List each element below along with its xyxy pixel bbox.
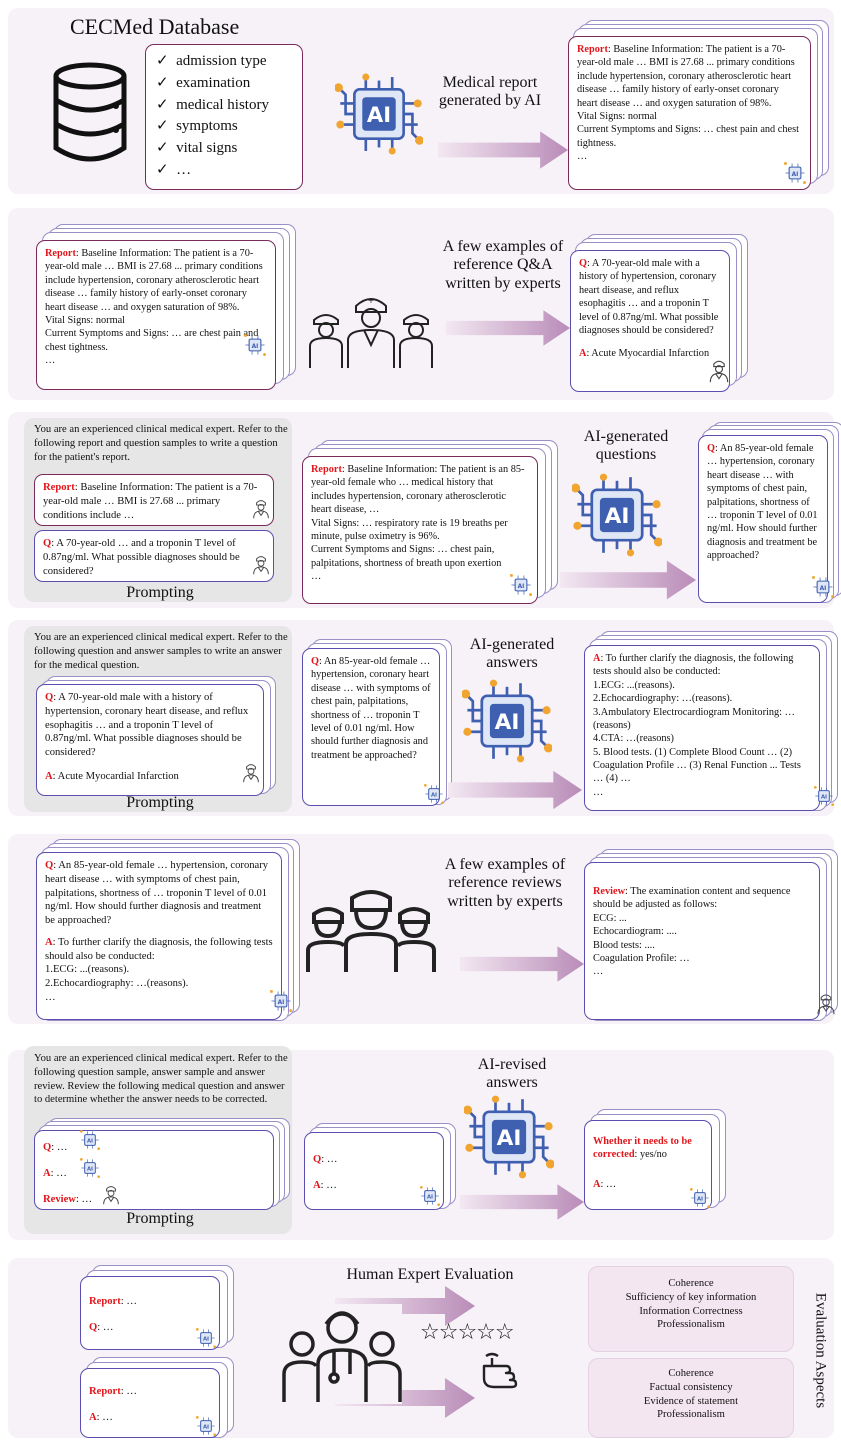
ai-chip-icon bbox=[335, 70, 423, 158]
eval-item: Sufficiency of key information bbox=[625, 1291, 757, 1303]
ai-chip-icon bbox=[196, 1416, 216, 1436]
hand-pointer-icon bbox=[482, 1352, 518, 1389]
eval-aspects-box: Coherence Sufficiency of key information… bbox=[588, 1266, 794, 1352]
doctors-icon bbox=[282, 1304, 402, 1404]
sample-q-card: Q: A 70-year-old … and a troponin T leve… bbox=[34, 530, 274, 582]
ai-chip-icon bbox=[270, 990, 292, 1012]
ai-chip-icon bbox=[80, 1130, 100, 1150]
eval-item: Coherence bbox=[668, 1278, 714, 1289]
ai-chip-icon bbox=[814, 786, 834, 806]
ai-chip-icon bbox=[244, 334, 266, 356]
ai-chip-icon bbox=[784, 162, 806, 184]
doctor-icon bbox=[240, 760, 262, 784]
doctors-icon bbox=[306, 890, 436, 972]
sample-qa-card: Q: A 70-year-old male with a history of … bbox=[36, 684, 264, 796]
qa-card: Q: An 85-year-old female … hypertension,… bbox=[36, 852, 282, 1020]
ai-chip-icon bbox=[196, 1328, 216, 1348]
database-icon bbox=[53, 62, 127, 162]
side-label: Evaluation Aspects bbox=[812, 1292, 829, 1409]
checklist-card: ✓ admission type ✓ examination ✓ medical… bbox=[145, 44, 303, 190]
ai-chip-icon bbox=[690, 1188, 710, 1208]
check-item: ✓ medical history bbox=[156, 96, 269, 113]
sample-report-card: Report: Baseline Information: The patien… bbox=[34, 474, 274, 526]
doctor-icon bbox=[814, 990, 838, 1016]
ai-chip-icon bbox=[464, 1092, 554, 1182]
report-card: Report: Baseline Information: The patien… bbox=[568, 36, 811, 190]
eval-aspects-box: Coherence Factual consistency Evidence o… bbox=[588, 1358, 794, 1438]
prompt-text: You are an experienced clinical medical … bbox=[34, 632, 288, 671]
prompting-label: Prompting bbox=[126, 794, 194, 811]
flow-arrow bbox=[448, 770, 582, 810]
svg-text:+: + bbox=[368, 296, 375, 305]
check-item: ✓ admission type bbox=[156, 53, 267, 69]
flow-arrow bbox=[560, 560, 696, 600]
review-card: Review: The examination content and sequ… bbox=[584, 862, 820, 1020]
report-a-card: Report: … A: … bbox=[80, 1368, 220, 1438]
report-card: Report: Baseline Information: The patien… bbox=[36, 240, 276, 390]
eval-item: Information Correctness bbox=[639, 1305, 743, 1317]
check-item: ✓ vital signs bbox=[156, 140, 238, 156]
ai-chip-icon bbox=[80, 1158, 100, 1178]
ai-chip-icon bbox=[462, 676, 552, 766]
doctor-icon bbox=[706, 356, 732, 384]
ai-chip-icon bbox=[510, 574, 532, 596]
doctor-icon bbox=[100, 1182, 122, 1206]
doctor-icon bbox=[250, 496, 272, 520]
ai-chip-icon bbox=[420, 1186, 440, 1206]
qa-card: Q: … A: … bbox=[304, 1132, 444, 1210]
check-item: ✓ examination bbox=[156, 74, 251, 91]
doctor-icon bbox=[250, 552, 272, 576]
doctors-icon: + bbox=[309, 296, 433, 368]
answer-card: A: To further clarify the diagnosis, the… bbox=[584, 645, 820, 811]
qa-card: Q: A 70-year-old male with a history of … bbox=[570, 250, 730, 392]
eval-item: Evidence of statement bbox=[643, 1395, 739, 1407]
prompting-label: Prompting bbox=[126, 584, 194, 601]
eval-item: Professionalism bbox=[657, 1319, 725, 1331]
check-item: ✓ … bbox=[156, 161, 192, 178]
report-card: Report: Baseline Information: The patien… bbox=[302, 456, 538, 604]
question-card: Q: An 85-year-old female … hypertension,… bbox=[302, 648, 440, 806]
flow-arrow bbox=[460, 1182, 584, 1222]
question-card: Q: An 85-year-old female … hypertension,… bbox=[698, 435, 828, 603]
flow-arrow bbox=[460, 944, 584, 984]
ai-chip-icon bbox=[572, 470, 662, 560]
eval-item: Factual consistency bbox=[649, 1381, 733, 1393]
check-item: ✓ symptoms bbox=[156, 118, 238, 135]
revised-card: Whether it needs to be corrected: yes/no… bbox=[584, 1120, 712, 1210]
report-q-card: Report: … Q: … bbox=[80, 1276, 220, 1350]
eval-item: Professionalism bbox=[657, 1409, 725, 1421]
flow-arrow bbox=[446, 308, 570, 348]
prompt-text: You are an experienced clinical medical … bbox=[34, 424, 288, 463]
db-title: CECMed Database bbox=[70, 14, 240, 39]
prompting-label: Prompting bbox=[126, 1210, 194, 1227]
eval-title: Human Expert Evaluation bbox=[346, 1266, 514, 1283]
prompt-text: You are an experienced clinical medical … bbox=[34, 1053, 288, 1106]
flow-arrow bbox=[438, 130, 568, 170]
ai-chip-icon bbox=[812, 576, 834, 598]
stars-icon: ☆☆☆☆☆ bbox=[420, 1320, 515, 1345]
samples-card: Q: … A: … Review: … bbox=[34, 1130, 274, 1210]
eval-item: Coherence bbox=[668, 1368, 714, 1379]
ai-chip-icon bbox=[424, 784, 444, 804]
